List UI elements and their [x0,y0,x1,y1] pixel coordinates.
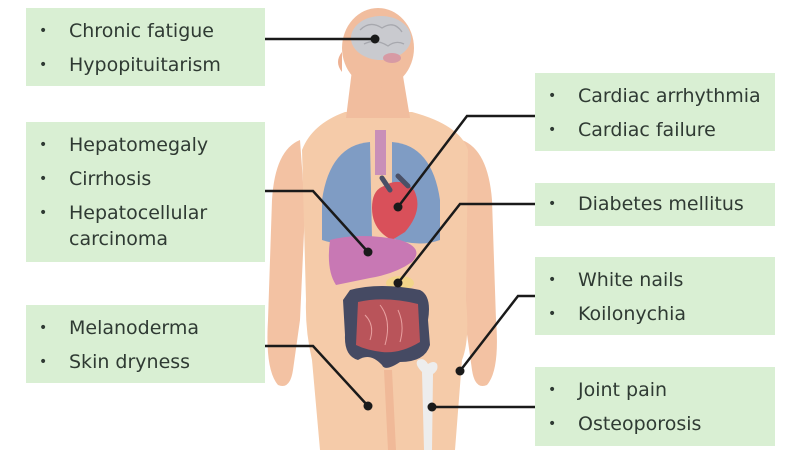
symptom-item: •Skin dryness [26,345,265,379]
symptom-item: •Cirrhosis [26,162,265,196]
bullet-icon: • [548,272,557,288]
symptom-item: •Koilonychia [535,297,775,331]
symptom-item: •Osteoporosis [535,407,775,441]
symptom-item: •Hypopituitarism [26,48,265,82]
bullet-icon: • [39,137,48,153]
bullet-icon: • [548,416,557,432]
connector-pancreas [397,202,535,284]
bullet-icon: • [39,171,48,187]
symptom-box-skin: •Melanoderma •Skin dryness [26,305,265,383]
symptom-box-liver: •Hepatomegaly •Cirrhosis •Hepatocellular… [26,122,265,262]
symptom-item: •Cardiac arrhythmia [535,79,775,113]
bullet-icon: • [548,196,557,212]
symptom-item: •Cardiac failure [535,113,775,147]
intestine-organ [343,286,430,368]
bullet-icon: • [548,88,557,104]
symptom-box-nails: •White nails •Koilonychia [535,257,775,335]
bullet-icon: • [39,23,48,39]
bullet-icon: • [39,205,48,221]
connector-dots [363,34,465,412]
symptom-item: •Diabetes mellitus [535,187,775,221]
bullet-icon: • [548,306,557,322]
symptom-item: •White nails [535,263,775,297]
symptom-item: •Joint pain [535,373,775,407]
symptom-item: •Chronic fatigue [26,14,265,48]
brain-organ [351,16,411,63]
symptom-item: •Melanoderma [26,311,265,345]
connector-liver [265,189,369,253]
bullet-icon: • [548,122,557,138]
symptom-item: •Hepatomegaly [26,128,265,162]
symptom-box-heart: •Cardiac arrhythmia •Cardiac failure [535,73,775,151]
connector-heart [397,114,535,208]
symptom-box-pancreas: •Diabetes mellitus [535,183,775,226]
connector-skin [265,344,369,407]
bullet-icon: • [39,354,48,370]
symptom-box-bones: •Joint pain •Osteoporosis [535,367,775,446]
bullet-icon: • [548,382,557,398]
connectors [265,37,535,409]
connector-nails [459,294,535,372]
liver-organ [328,236,417,285]
bullet-icon: • [39,57,48,73]
bullet-icon: • [39,320,48,336]
symptom-item: •Hepatocellular carcinoma [26,196,265,252]
symptom-box-brain: •Chronic fatigue •Hypopituitarism [26,8,265,86]
